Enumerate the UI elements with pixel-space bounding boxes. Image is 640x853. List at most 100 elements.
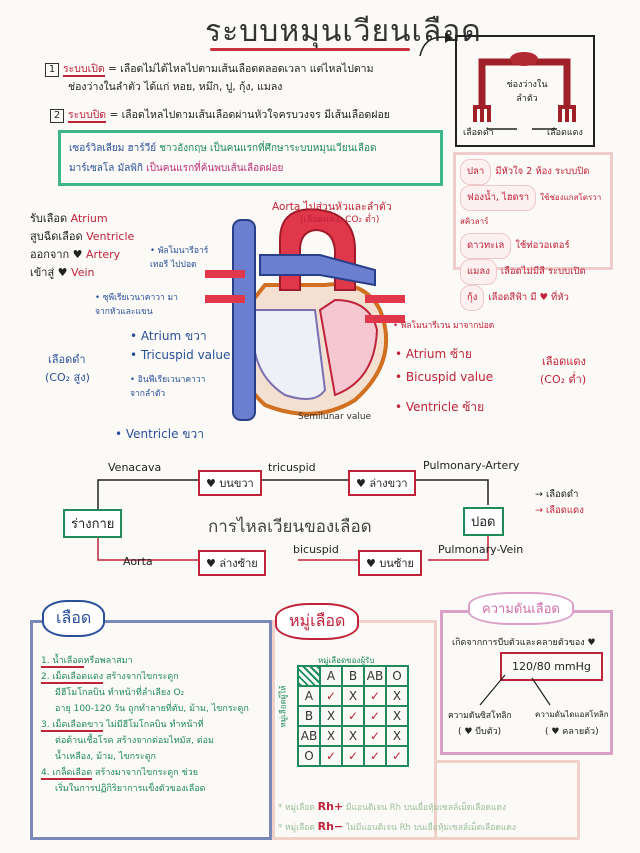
red-blood-label: เลือดแดง [547, 128, 583, 138]
row-header: A [297, 685, 321, 707]
legend-dark: เลือดดำ [545, 489, 579, 500]
aorta-note: (เลือดแดง, CO₂ ต่ำ) [300, 215, 380, 225]
pressure-arrows-icon [479, 674, 551, 706]
scientist-1: เซอร์วิลเลียม ฮาร์วีย์ [69, 143, 157, 154]
right-atrium-label: • Atrium ขวา [130, 329, 207, 343]
term-th: รับเลือด [30, 212, 68, 225]
term-th: ออกจาก ♥ [30, 248, 83, 261]
compatibility-cell: ✓ [319, 745, 343, 767]
donor-label: หมู่เลือดผู้ให้ [278, 685, 288, 728]
blood-item-text: เริ่มในการปฏิกิริยาการแข็งตัวของเลือด [55, 784, 206, 794]
right-lower-heart-box: ♥ ล่างขวา [348, 470, 416, 496]
term-en: Vein [71, 266, 95, 279]
number-badge: 2 [50, 109, 64, 123]
scientist-2: มาร์เซลโล มัลพิกิ [69, 163, 143, 174]
table-corner [297, 665, 321, 687]
animal-name: ปลา [460, 159, 492, 185]
compatibility-cell: X [385, 725, 409, 747]
blood-item-text: ต่อต้านเชื้อโรค สร้างจากต่อมไทมัส, ต่อม [55, 736, 214, 746]
left-ventricle-label: • Ventricle ซ้าย [395, 400, 485, 414]
term-th: เข้าสู่ ♥ [30, 266, 68, 279]
page-title: ระบบหมุนเวียนเลือด [205, 14, 482, 49]
pressure-value: 120/80 mmHg [500, 652, 603, 681]
bicuspid-flow-label: bicuspid [293, 543, 339, 556]
blood-group-title: หมู่เลือด [275, 603, 360, 640]
rh-desc: มีแอนติเจน Rh บนเยื่อหุ้มเซลล์เม็ดเลือดแ… [345, 803, 507, 813]
animal-row: ฟองน้ำ, ไฮดราใช้ช่องแกสโตรวาสคิวลาร์ [460, 185, 606, 233]
compatibility-cell: ✓ [363, 685, 387, 707]
terms-legend: รับเลือด Atrium สูบฉีดเลือด Ventricle ออ… [30, 210, 134, 282]
rh-positive: Rh+ [317, 800, 344, 813]
compatibility-cell: ✓ [363, 745, 387, 767]
blood-box: 1. น้ำเลือดหรือพลาสมา 2. เม็ดเลือดแดง สร… [30, 620, 272, 840]
compatibility-cell: ✓ [341, 745, 365, 767]
dark-blood-group-note: (CO₂ สูง) [45, 371, 90, 384]
heart-diagram-icon [205, 208, 405, 421]
blood-pressure-title: ความดันเลือด [468, 592, 574, 625]
left-atrium-label: • Atrium ซ้าย [395, 347, 472, 361]
recipient-label: หมู่เลือดของผู้รับ [318, 656, 375, 665]
closed-system-text: = เลือดไหลไปตามเส้นเลือดผ่านหัวใจครบวงจร… [109, 109, 390, 121]
tricuspid-label: • Tricuspid value [130, 348, 231, 362]
animal-desc: ใช้ท่อวอเตอร์ [515, 240, 570, 251]
diastolic-label: ความดันไดแอสโทลิก [535, 710, 609, 719]
col-header: A [319, 665, 343, 687]
compatibility-cell: X [385, 705, 409, 727]
title-underline [210, 48, 410, 51]
venacava-label: Venacava [108, 461, 162, 474]
animal-name: กุ้ง [460, 285, 485, 311]
animal-desc: มีหัวใจ 2 ห้อง ระบบปิด [495, 166, 590, 177]
pressure-desc: เกิดจากการบีบตัวและคลายตัวของ ♥ [452, 638, 596, 648]
red-blood-group-label: เลือดแดง [542, 355, 586, 368]
inferior-vena-cava-label: • อินฟีเรียเวนาคาวา จากลำตัว [130, 375, 206, 399]
row-header: AB [297, 725, 321, 747]
pulmonary-artery-label: • พัลโมนารีอาร์เทอรี ไปปอด [150, 246, 209, 270]
blood-item-text: ไม่มีฮีโมโกลบิน ทำหน้าที่ [103, 720, 204, 730]
scientist-2-desc: เป็นคนแรกที่ค้นพบเส้นเลือดฝอย [146, 163, 284, 174]
legend-red: เลือดแดง [545, 505, 584, 516]
flow-title: การไหลเวียนของเลือด [208, 517, 372, 537]
compatibility-cell: X [319, 725, 343, 747]
rh-positive-note: * หมู่เลือด Rh+ มีแอนติเจน Rh บนเยื่อหุ้… [278, 800, 506, 814]
left-lower-heart-box: ♥ ล่างซ้าย [198, 550, 266, 576]
systolic-note: ( ♥ บีบตัว) [458, 727, 502, 737]
pulmonary-artery-flow-label: Pulmonary-Artery [423, 459, 520, 472]
aorta-flow-label: Aorta [123, 555, 153, 568]
open-system-text2: ช่องว่างในลำตัว ได้แก่ หอย, หมึก, ปู, กุ… [68, 81, 283, 93]
term-en: Atrium [70, 212, 108, 225]
compatibility-cell: ✓ [363, 725, 387, 747]
semilunar-label: Semilunar value [298, 412, 372, 422]
compatibility-cell: X [385, 685, 409, 707]
blood-item-term: 4. เกล็ดเลือด [41, 768, 93, 780]
compatibility-cell: ✓ [319, 685, 343, 707]
dark-blood-label: เลือดดำ [463, 128, 494, 138]
animal-desc: เลือดสีฟ้า มี ♥ ที่หัว [488, 292, 569, 303]
animal-row: แมลงเลือดไม่มีสี ระบบเปิด [460, 259, 606, 285]
term-th: สูบฉีดเลือด [30, 230, 83, 243]
superior-vena-cava-label: • ซุพีเรียเวนาคาวา มาจากหัวและแขน [95, 293, 178, 317]
bicuspid-label: • Bicuspid value [395, 370, 494, 384]
animal-name: ดาวทะเล [460, 233, 512, 259]
blood-item-text: มีฮีโมโกลบิน ทำหน้าที่ลำเลียง O₂ [55, 688, 185, 698]
circulation-flow: Venacava ♥ บนขวา tricuspid ♥ ล่างขวา Pul… [58, 455, 538, 585]
col-header: AB [363, 665, 387, 687]
blood-item-text: อายุ 100-120 วัน ถูกทำลายที่ตับ, ม้าม, ไ… [55, 704, 249, 714]
vessel-diagram-icon [473, 52, 576, 130]
open-system-diagram: ช่องว่างใน ลำตัว เลือดดำ เลือดแดง [455, 35, 595, 147]
table-row: O✓✓✓✓ [297, 745, 409, 767]
open-system-term: ระบบเปิด [63, 63, 105, 77]
animal-name: ฟองน้ำ, ไฮดรา [460, 185, 537, 211]
scientist-1-desc: ชาวอังกฤษ เป็นคนแรกที่ศึกษาระบบหมุนเวียน… [159, 143, 377, 154]
term-en: Ventricle [86, 230, 135, 243]
animal-desc: ใช้ช่องแกสโตรวาสคิวลาร์ [460, 193, 602, 226]
table-row: A✓X✓X [297, 685, 409, 707]
blood-item-text: สร้างมาจากไขกระดูก ช่วย [92, 768, 198, 778]
right-ventricle-label: • Ventricle ขวา [115, 427, 204, 441]
rh-negative: Rh− [317, 820, 344, 833]
compatibility-cell: ✓ [363, 705, 387, 727]
blood-item-text: น้ำเหลือง, ม้าม, ไขกระดูก [55, 752, 156, 762]
animal-row: ดาวทะเลใช้ท่อวอเตอร์ [460, 233, 606, 259]
